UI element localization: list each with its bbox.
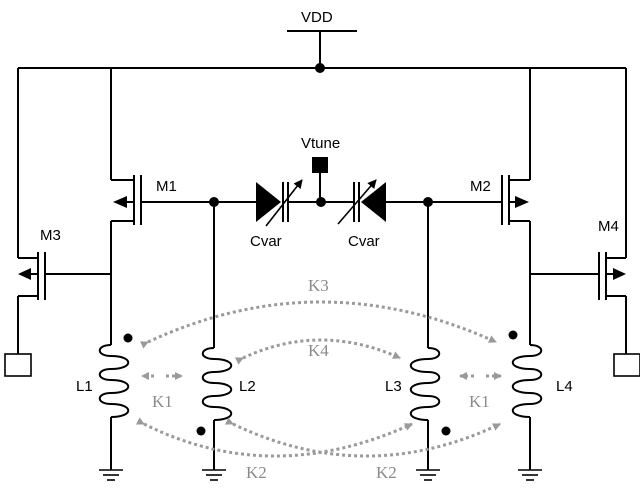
varactor-right: [337, 179, 386, 225]
transistor-m3: [4, 68, 111, 377]
polarity-dot-l3: [441, 426, 451, 436]
l2-label: L2: [239, 378, 256, 395]
ground-l3: [416, 469, 440, 481]
vdd-label: VDD: [301, 9, 333, 26]
coupling-k2-inner-arc: [224, 417, 501, 458]
coupling-k2-outer-arc: [135, 417, 413, 458]
inductor-l2: [201, 347, 233, 470]
ground-l2: [202, 469, 226, 481]
k1-left-label: K1: [152, 392, 173, 411]
inductor-l1: [98, 344, 130, 470]
k2-right-label: K2: [376, 463, 397, 482]
k2-left-label: K2: [246, 463, 267, 482]
polarity-dot-l2: [196, 426, 206, 436]
l3-label: L3: [385, 378, 402, 395]
k3-label: K3: [308, 276, 329, 295]
l4-label: L4: [556, 378, 573, 395]
m2-label: M2: [470, 178, 491, 195]
inductor-l4: [511, 344, 543, 470]
m3-label: M3: [40, 227, 61, 244]
coupling-k4-arc: [234, 338, 401, 365]
l1-label: L1: [76, 378, 93, 395]
m4-label: M4: [598, 218, 619, 235]
transistor-m1: [110, 68, 142, 345]
transistor-m2: [501, 68, 531, 345]
varactor-left: [256, 179, 303, 227]
vtune-label: Vtune: [301, 135, 340, 152]
vtune-pin: [312, 157, 328, 202]
k1-right-label: K1: [469, 392, 490, 411]
transistor-m4: [530, 68, 640, 377]
cvar-right-label: Cvar: [348, 233, 380, 250]
polarity-dot-l4: [508, 330, 518, 340]
m1-label: M1: [156, 178, 177, 195]
cvar-left-label: Cvar: [250, 233, 282, 250]
coupling-k3-arc: [139, 300, 497, 349]
ground-l1: [99, 469, 123, 481]
polarity-dot-l1: [123, 333, 133, 343]
vdd-node: [287, 30, 357, 73]
ground-l4: [518, 469, 542, 481]
k4-label: K4: [308, 341, 329, 360]
